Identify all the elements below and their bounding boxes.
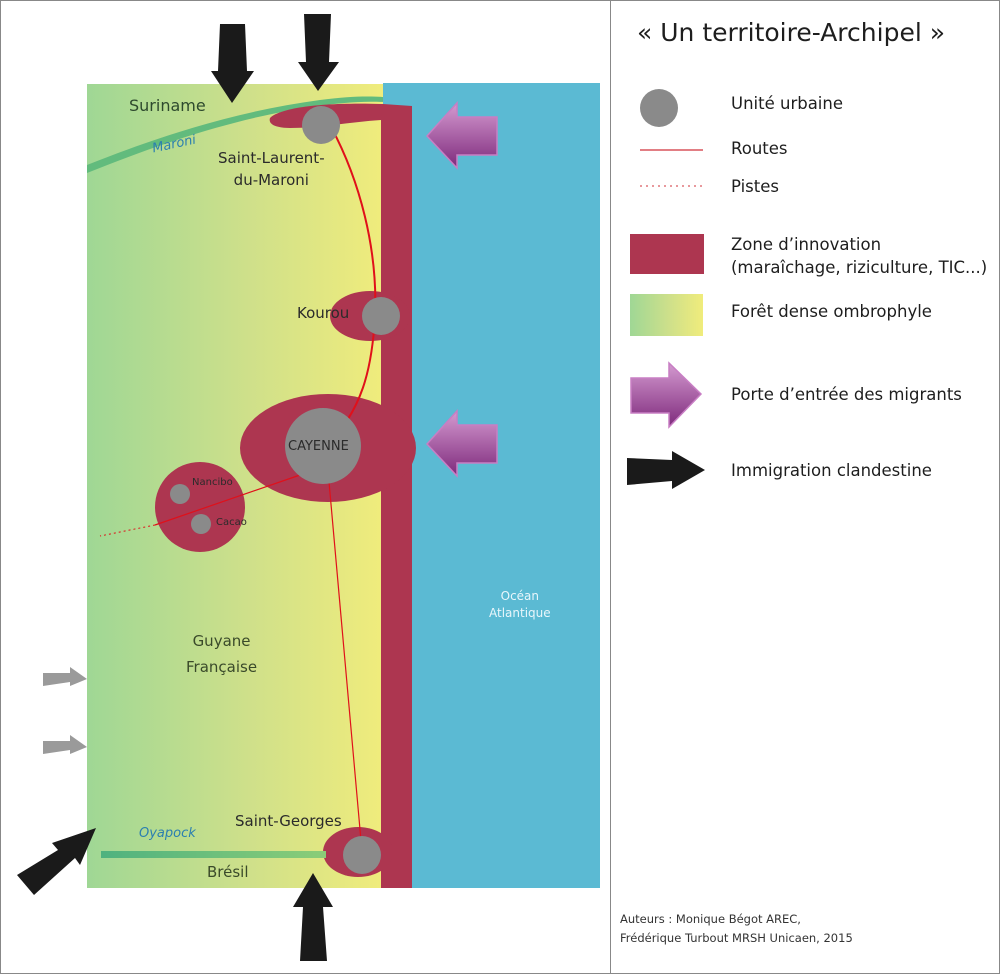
- authors-line2: Frédérique Turbout MRSH Unicaen, 2015: [620, 931, 853, 945]
- legend-label-urban: Unité urbaine: [731, 94, 844, 113]
- label-bresil: Brésil: [207, 863, 249, 881]
- atlantic-ocean: [383, 83, 600, 888]
- legend-clandestine-arrow-icon: [627, 451, 705, 489]
- legend-migrant-arrow-icon: [630, 361, 703, 429]
- label-ocean-line2: Atlantique: [489, 606, 551, 620]
- legend-label-roads: Routes: [731, 139, 788, 158]
- legend-title: « Un territoire-Archipel »: [637, 18, 946, 47]
- legend-label-innovation: Zone d’innovation: [731, 235, 882, 254]
- label-cayenne: CAYENNE: [288, 439, 349, 454]
- authors-line1: Auteurs : Monique Bégot AREC,: [620, 912, 801, 926]
- label-guyane-line2: Française: [186, 658, 258, 676]
- label-cacao: Cacao: [216, 517, 247, 528]
- label-saint-georges: Saint-Georges: [235, 812, 342, 830]
- track-west: [99, 524, 156, 537]
- migrant-gateway-arrow-cayenne: [425, 409, 498, 478]
- road-cayenne-cacao: [154, 474, 301, 526]
- clandestine-arrow-south: [293, 873, 333, 961]
- urban-saint-laurent: [302, 106, 340, 144]
- legend-label-innovation-detail: (maraîchage, riziculture, TIC...): [731, 258, 988, 277]
- clandestine-arrow-north-2: [298, 14, 339, 91]
- urban-cayenne: [285, 408, 361, 484]
- legend-forest-swatch-icon: [630, 294, 703, 336]
- innovation-zone-nancibo-cacao: [155, 462, 245, 552]
- label-ocean: Océan Atlantique: [489, 588, 551, 622]
- clandestine-arrow-north-1: [211, 24, 254, 103]
- legend-label-migrants: Porte d’entrée des migrants: [731, 385, 962, 404]
- label-guyane: Guyane Française: [186, 628, 257, 680]
- label-saint-laurent-line2: du-Maroni: [233, 171, 309, 189]
- legend-innovation-swatch-icon: [630, 234, 704, 274]
- urban-saint-georges: [343, 836, 381, 874]
- west-entry-arrow-1: [43, 667, 87, 686]
- urban-kourou: [362, 297, 400, 335]
- oyapock-river: [101, 851, 326, 858]
- authors-credit: Auteurs : Monique Bégot AREC, Frédérique…: [620, 910, 853, 948]
- clandestine-arrow-southwest: [17, 828, 96, 895]
- innovation-zone-coast: [269, 103, 412, 888]
- label-guyane-line1: Guyane: [192, 632, 251, 650]
- label-suriname: Suriname: [129, 96, 206, 115]
- legend-label-forest: Forêt dense ombrophyle: [731, 302, 932, 321]
- urban-cacao: [191, 514, 211, 534]
- migrant-gateway-arrow-north: [425, 101, 498, 170]
- label-kourou: Kourou: [297, 304, 350, 322]
- label-saint-laurent-line1: Saint-Laurent-: [218, 149, 325, 167]
- road-cayenne-saint-georges: [325, 447, 363, 853]
- legend-label-clandestine: Immigration clandestine: [731, 461, 932, 480]
- label-saint-laurent: Saint-Laurent- du-Maroni: [218, 147, 325, 191]
- label-nancibo: Nancibo: [192, 477, 233, 488]
- legend-urban-circle-icon: [640, 89, 678, 127]
- west-entry-arrow-2: [43, 735, 87, 754]
- label-oyapock: Oyapock: [139, 826, 196, 841]
- legend-label-tracks: Pistes: [731, 177, 779, 196]
- label-ocean-line1: Océan: [500, 589, 540, 603]
- urban-nancibo: [170, 484, 190, 504]
- legend-divider: [610, 0, 611, 974]
